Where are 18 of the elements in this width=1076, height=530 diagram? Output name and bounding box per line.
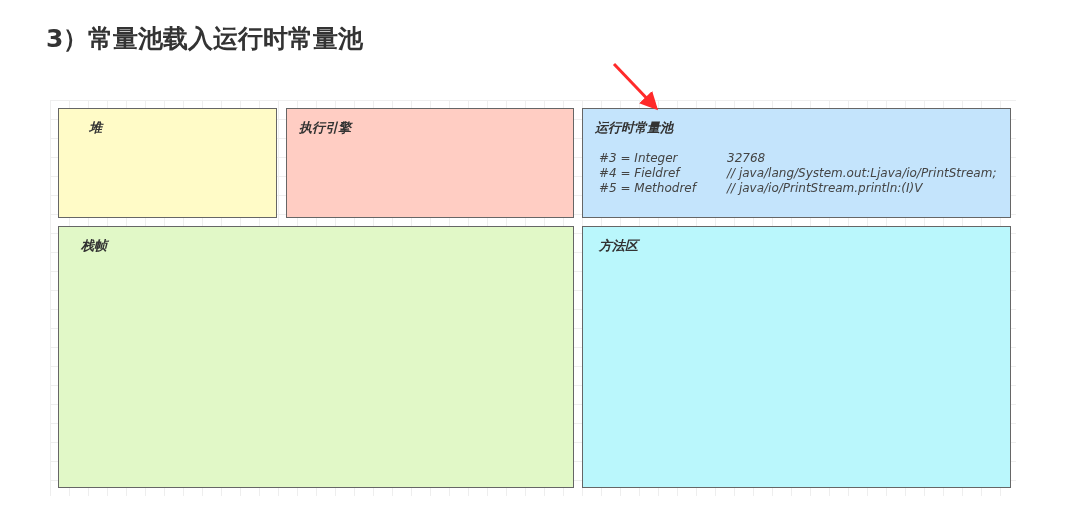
box-title: 运行时常量池 bbox=[595, 119, 675, 137]
entry-value: // java/io/PrintStream.println:(I)V bbox=[727, 181, 924, 196]
constant-pool-box bbox=[582, 108, 1011, 218]
entry-label: #3 = Integer bbox=[599, 151, 679, 166]
engine-box bbox=[286, 108, 574, 218]
method-area-box bbox=[582, 226, 1011, 488]
entry-label: #4 = Fieldref bbox=[599, 166, 682, 181]
entry-value: 32768 bbox=[727, 151, 767, 166]
box-title: 堆 bbox=[88, 119, 105, 137]
title: 3）常量池载入运行时常量池 bbox=[46, 23, 364, 55]
heap-box bbox=[58, 108, 277, 218]
box-title: 执行引擎 bbox=[299, 119, 354, 137]
arrow bbox=[612, 62, 659, 111]
stack-frame-box bbox=[58, 226, 574, 488]
entry-label: #5 = Methodref bbox=[599, 181, 699, 196]
box-title: 栈帧 bbox=[80, 237, 110, 255]
box-title: 方法区 bbox=[598, 237, 641, 255]
entry-value: // java/lang/System.out:Ljava/io/PrintStream; bbox=[727, 166, 998, 181]
